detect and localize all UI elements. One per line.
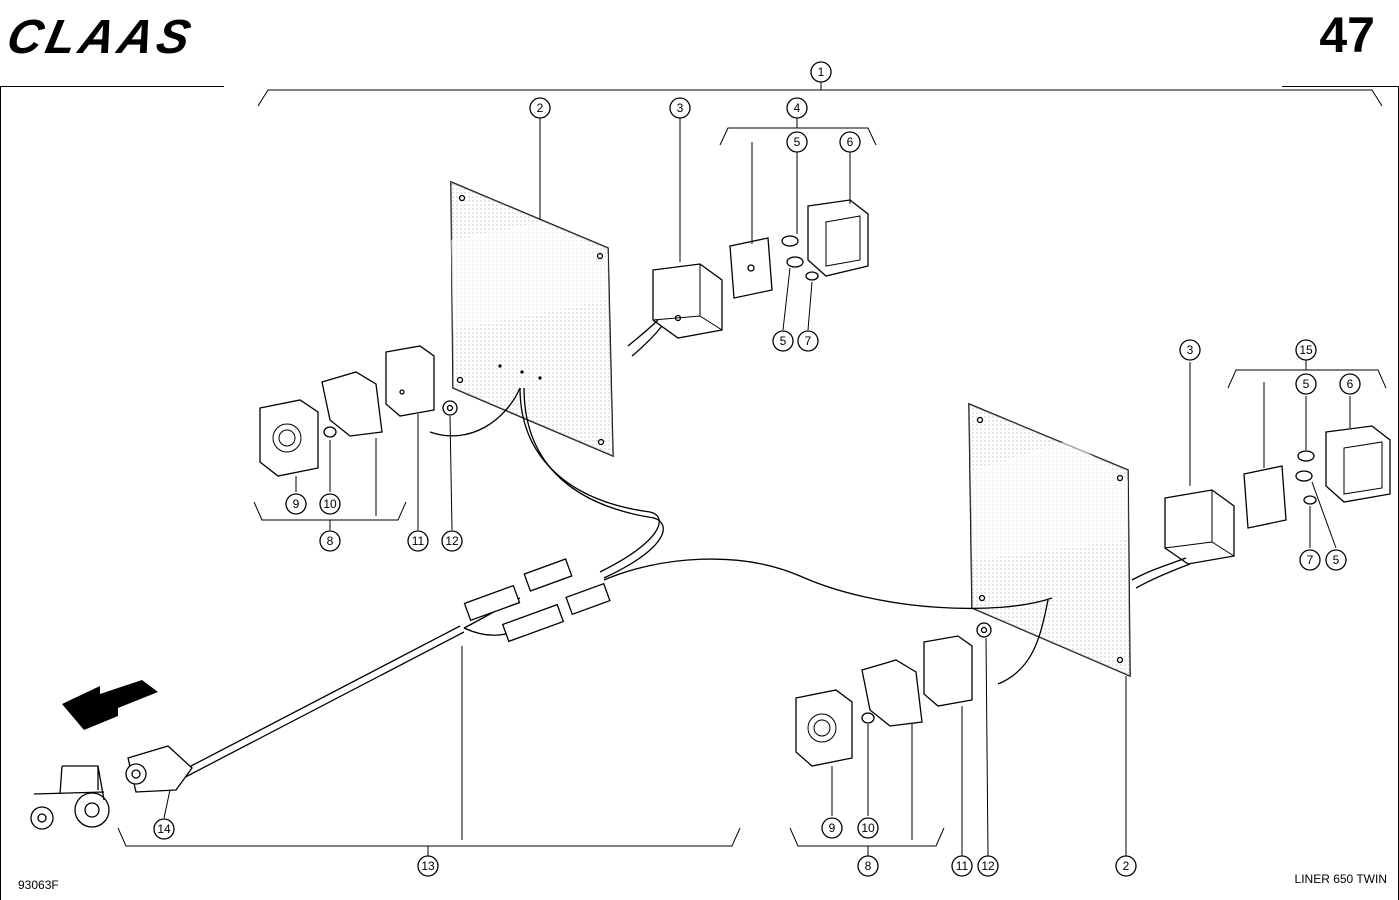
frame-line bbox=[0, 86, 1, 900]
svg-text:5: 5 bbox=[794, 135, 801, 149]
drawing-code: 93063F bbox=[18, 878, 59, 892]
callout-2: 2 bbox=[529, 97, 551, 119]
frame-line bbox=[0, 86, 224, 87]
callout-9: 9 bbox=[821, 817, 843, 839]
lamp-housing-right bbox=[1164, 489, 1235, 565]
svg-text:5: 5 bbox=[780, 334, 787, 348]
bulb-right-tail bbox=[861, 712, 875, 724]
tail-lamp-lens-right bbox=[795, 689, 853, 767]
callout-4: 4 bbox=[786, 97, 808, 119]
svg-text:10: 10 bbox=[323, 497, 337, 511]
side-marker-left bbox=[385, 345, 435, 417]
group-bracket-8-left bbox=[253, 501, 407, 530]
callout-14: 14 bbox=[153, 818, 175, 840]
tail-lamp-lens-left bbox=[259, 399, 319, 477]
callout-12: 12 bbox=[977, 855, 999, 877]
leader-lines bbox=[163, 118, 1351, 857]
callout-12: 12 bbox=[441, 530, 463, 552]
callout-11: 11 bbox=[951, 855, 973, 877]
svg-text:8: 8 bbox=[865, 859, 872, 873]
side-marker-right bbox=[923, 635, 973, 707]
group-bracket-13 bbox=[117, 827, 741, 856]
tail-lamp-holder-right bbox=[861, 659, 923, 727]
callout-5: 5 bbox=[1325, 549, 1347, 571]
callout-13: 13 bbox=[417, 855, 439, 877]
main-harness bbox=[167, 558, 611, 785]
callout-5: 5 bbox=[772, 330, 794, 352]
svg-text:12: 12 bbox=[445, 534, 459, 548]
callout-7: 7 bbox=[1299, 549, 1321, 571]
group-bracket-15 bbox=[1227, 360, 1387, 389]
lamp-lens-left bbox=[807, 199, 869, 277]
callout-11: 11 bbox=[407, 530, 429, 552]
callout-9: 9 bbox=[285, 493, 307, 515]
arrow-left-icon bbox=[62, 680, 158, 730]
clip-right bbox=[976, 622, 992, 638]
callout-3: 3 bbox=[1179, 339, 1201, 361]
svg-text:8: 8 bbox=[327, 534, 334, 548]
svg-text:9: 9 bbox=[829, 821, 836, 835]
svg-text:14: 14 bbox=[157, 822, 171, 836]
warning-plate-right bbox=[968, 402, 1131, 678]
svg-text:10: 10 bbox=[861, 821, 875, 835]
svg-text:2: 2 bbox=[1123, 859, 1130, 873]
group-bracket-8-right bbox=[789, 827, 945, 856]
wiring-right bbox=[603, 557, 1191, 685]
lamp-housing-left bbox=[652, 263, 723, 339]
svg-text:12: 12 bbox=[981, 859, 995, 873]
callout-8: 8 bbox=[857, 855, 879, 877]
svg-text:2: 2 bbox=[537, 101, 544, 115]
svg-text:3: 3 bbox=[677, 101, 684, 115]
svg-text:3: 3 bbox=[1187, 343, 1194, 357]
callout-1: 1 bbox=[810, 61, 832, 83]
svg-text:6: 6 bbox=[847, 135, 854, 149]
tractor-icon bbox=[30, 765, 110, 830]
group-bracket-4 bbox=[719, 118, 877, 146]
callout-8: 8 bbox=[319, 530, 341, 552]
clip-left bbox=[442, 400, 458, 416]
svg-text:5: 5 bbox=[1333, 553, 1340, 567]
callout-7: 7 bbox=[797, 330, 819, 352]
callout-10: 10 bbox=[319, 493, 341, 515]
svg-text:6: 6 bbox=[1347, 377, 1354, 391]
svg-text:4: 4 bbox=[794, 101, 801, 115]
lamp-base-plate-right bbox=[1243, 465, 1287, 529]
svg-text:15: 15 bbox=[1299, 343, 1313, 357]
lamp-lens-right bbox=[1325, 425, 1391, 503]
header: CLAAS 47 bbox=[0, 0, 1399, 90]
callout-10: 10 bbox=[857, 817, 879, 839]
lamp-base-plate-left bbox=[729, 237, 773, 299]
callout-6: 6 bbox=[839, 131, 861, 153]
svg-text:5: 5 bbox=[1303, 377, 1310, 391]
callout-15: 15 bbox=[1295, 339, 1317, 361]
svg-text:13: 13 bbox=[421, 859, 435, 873]
callout-2: 2 bbox=[1115, 855, 1137, 877]
svg-text:11: 11 bbox=[412, 534, 425, 548]
group-bracket-1 bbox=[257, 82, 1383, 107]
warning-plate-left bbox=[450, 180, 614, 458]
callout-5: 5 bbox=[1295, 373, 1317, 395]
page-number: 47 bbox=[1319, 7, 1375, 63]
svg-text:1: 1 bbox=[818, 65, 825, 79]
frame-line bbox=[1282, 86, 1399, 87]
bulbs-right bbox=[1295, 450, 1317, 505]
svg-text:7: 7 bbox=[805, 334, 812, 348]
wiring-left bbox=[429, 319, 664, 579]
svg-text:11: 11 bbox=[956, 859, 969, 873]
svg-text:7: 7 bbox=[1307, 553, 1314, 567]
callout-3: 3 bbox=[669, 97, 691, 119]
tail-lamp-holder-left bbox=[321, 371, 383, 437]
model-name: LINER 650 TWIN bbox=[1294, 872, 1387, 886]
bulb-left-tail bbox=[323, 426, 337, 438]
callout-5: 5 bbox=[786, 131, 808, 153]
trailer-plug bbox=[125, 745, 193, 793]
svg-text:9: 9 bbox=[293, 497, 300, 511]
bulbs-left bbox=[781, 235, 819, 281]
callout-6: 6 bbox=[1339, 373, 1361, 395]
